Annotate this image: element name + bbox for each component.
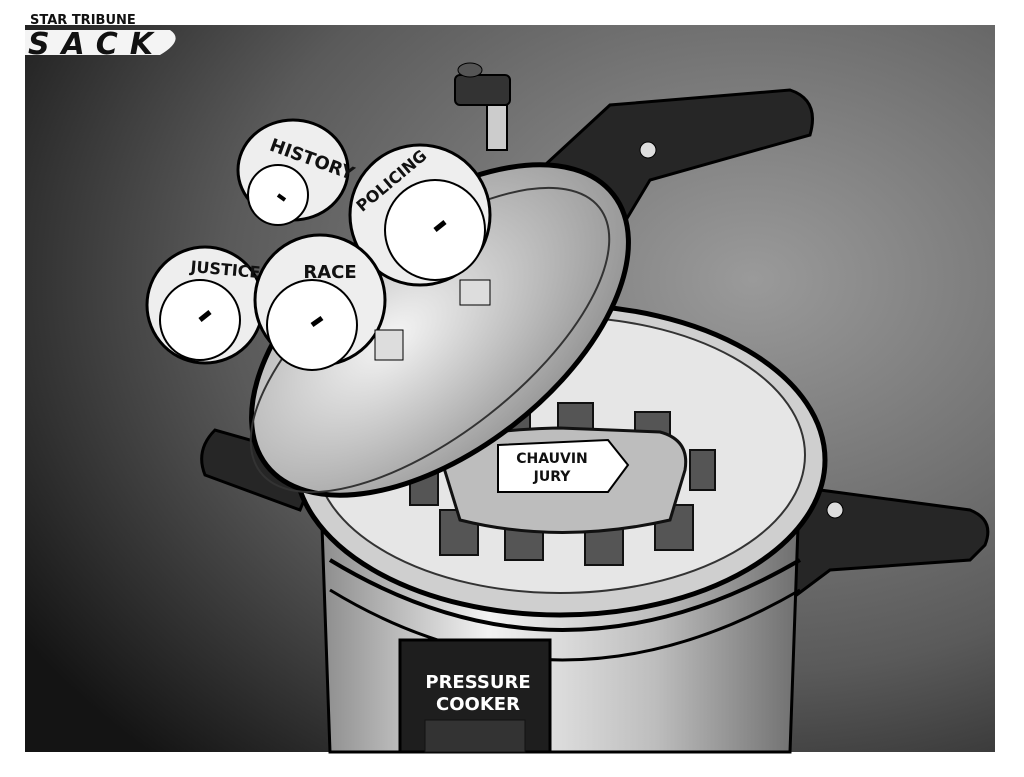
logo: STAR TRIBUNE SACK <box>25 13 176 62</box>
gauge-justice: JUSTICE <box>145 245 265 365</box>
table-sign-line2: JURY <box>533 469 572 485</box>
logo-publisher: STAR TRIBUNE <box>30 13 136 28</box>
pressure-valve <box>454 62 511 151</box>
pot-right-handle <box>758 488 990 603</box>
jury-table: CHAUVIN JURY <box>409 402 716 566</box>
gauge-history: HISTORY <box>236 118 358 226</box>
gauge-policing: POLICING <box>348 143 492 306</box>
pot-label-line1: PRESSURE <box>425 672 530 693</box>
pot-label: PRESSURE COOKER <box>398 638 552 754</box>
pot-label-line2: COOKER <box>436 694 520 715</box>
table-sign-line1: CHAUVIN <box>516 451 588 467</box>
gauge-race: RACE <box>253 233 404 371</box>
gauge-label: RACE <box>303 262 356 283</box>
